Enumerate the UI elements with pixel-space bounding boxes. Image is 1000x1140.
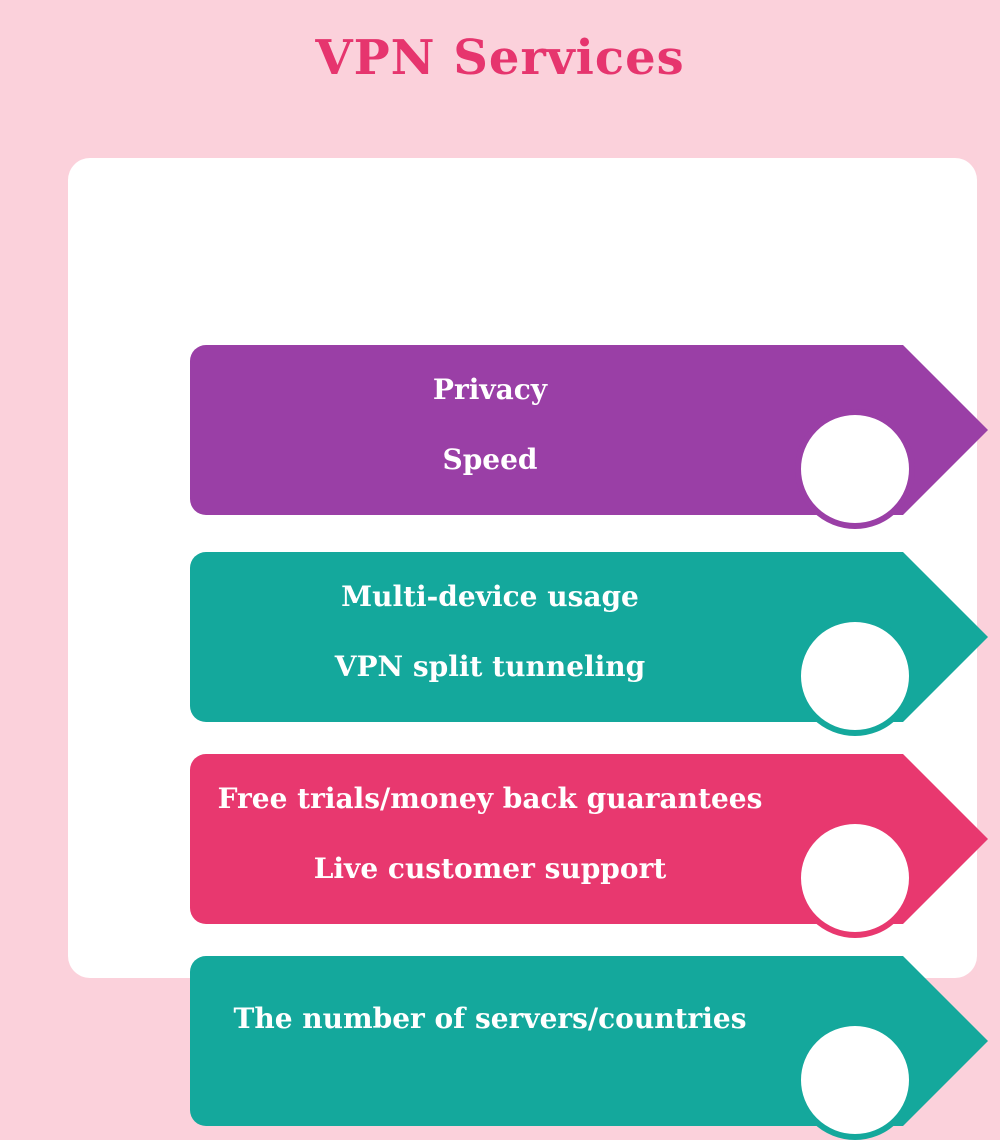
banner-line: Privacy: [432, 373, 548, 406]
banner-device-tunneling: Multi-device usage VPN split tunneling: [190, 552, 988, 736]
content-card: Privacy Speed Multi-device usage VPN spl…: [68, 158, 988, 1140]
banner-line: VPN split tunneling: [334, 650, 646, 683]
page-title: VPN Services: [315, 30, 685, 86]
banner-text: Privacy Speed: [190, 345, 790, 478]
banner-line: Multi-device usage: [341, 580, 639, 613]
banner-text: The number of servers/countries: [190, 956, 790, 1037]
circle-marker-icon: [795, 616, 915, 736]
banner-line: Speed: [442, 443, 538, 476]
circle-marker-icon: [795, 409, 915, 529]
arrow-point-icon: [903, 345, 988, 515]
circle-marker-icon: [795, 818, 915, 938]
banner-privacy-speed: Privacy Speed: [190, 345, 988, 529]
arrow-point-icon: [903, 552, 988, 722]
arrow-point-icon: [903, 754, 988, 924]
banner-body: [190, 754, 903, 924]
banner-trials-support: Free trials/money back guarantees Live c…: [190, 754, 988, 938]
banner-text: Multi-device usage VPN split tunneling: [190, 552, 790, 685]
banner-line: The number of servers/countries: [233, 1002, 747, 1035]
banner-line: Live customer support: [313, 852, 667, 885]
banner-body: [190, 345, 903, 515]
banner-text: Free trials/money back guarantees Live c…: [190, 754, 790, 887]
arrow-point-icon: [903, 956, 988, 1126]
circle-marker-icon: [795, 1020, 915, 1140]
banner-body: [190, 552, 903, 722]
banner-servers-countries: The number of servers/countries: [190, 956, 988, 1140]
banner-line: Free trials/money back guarantees: [217, 782, 763, 815]
